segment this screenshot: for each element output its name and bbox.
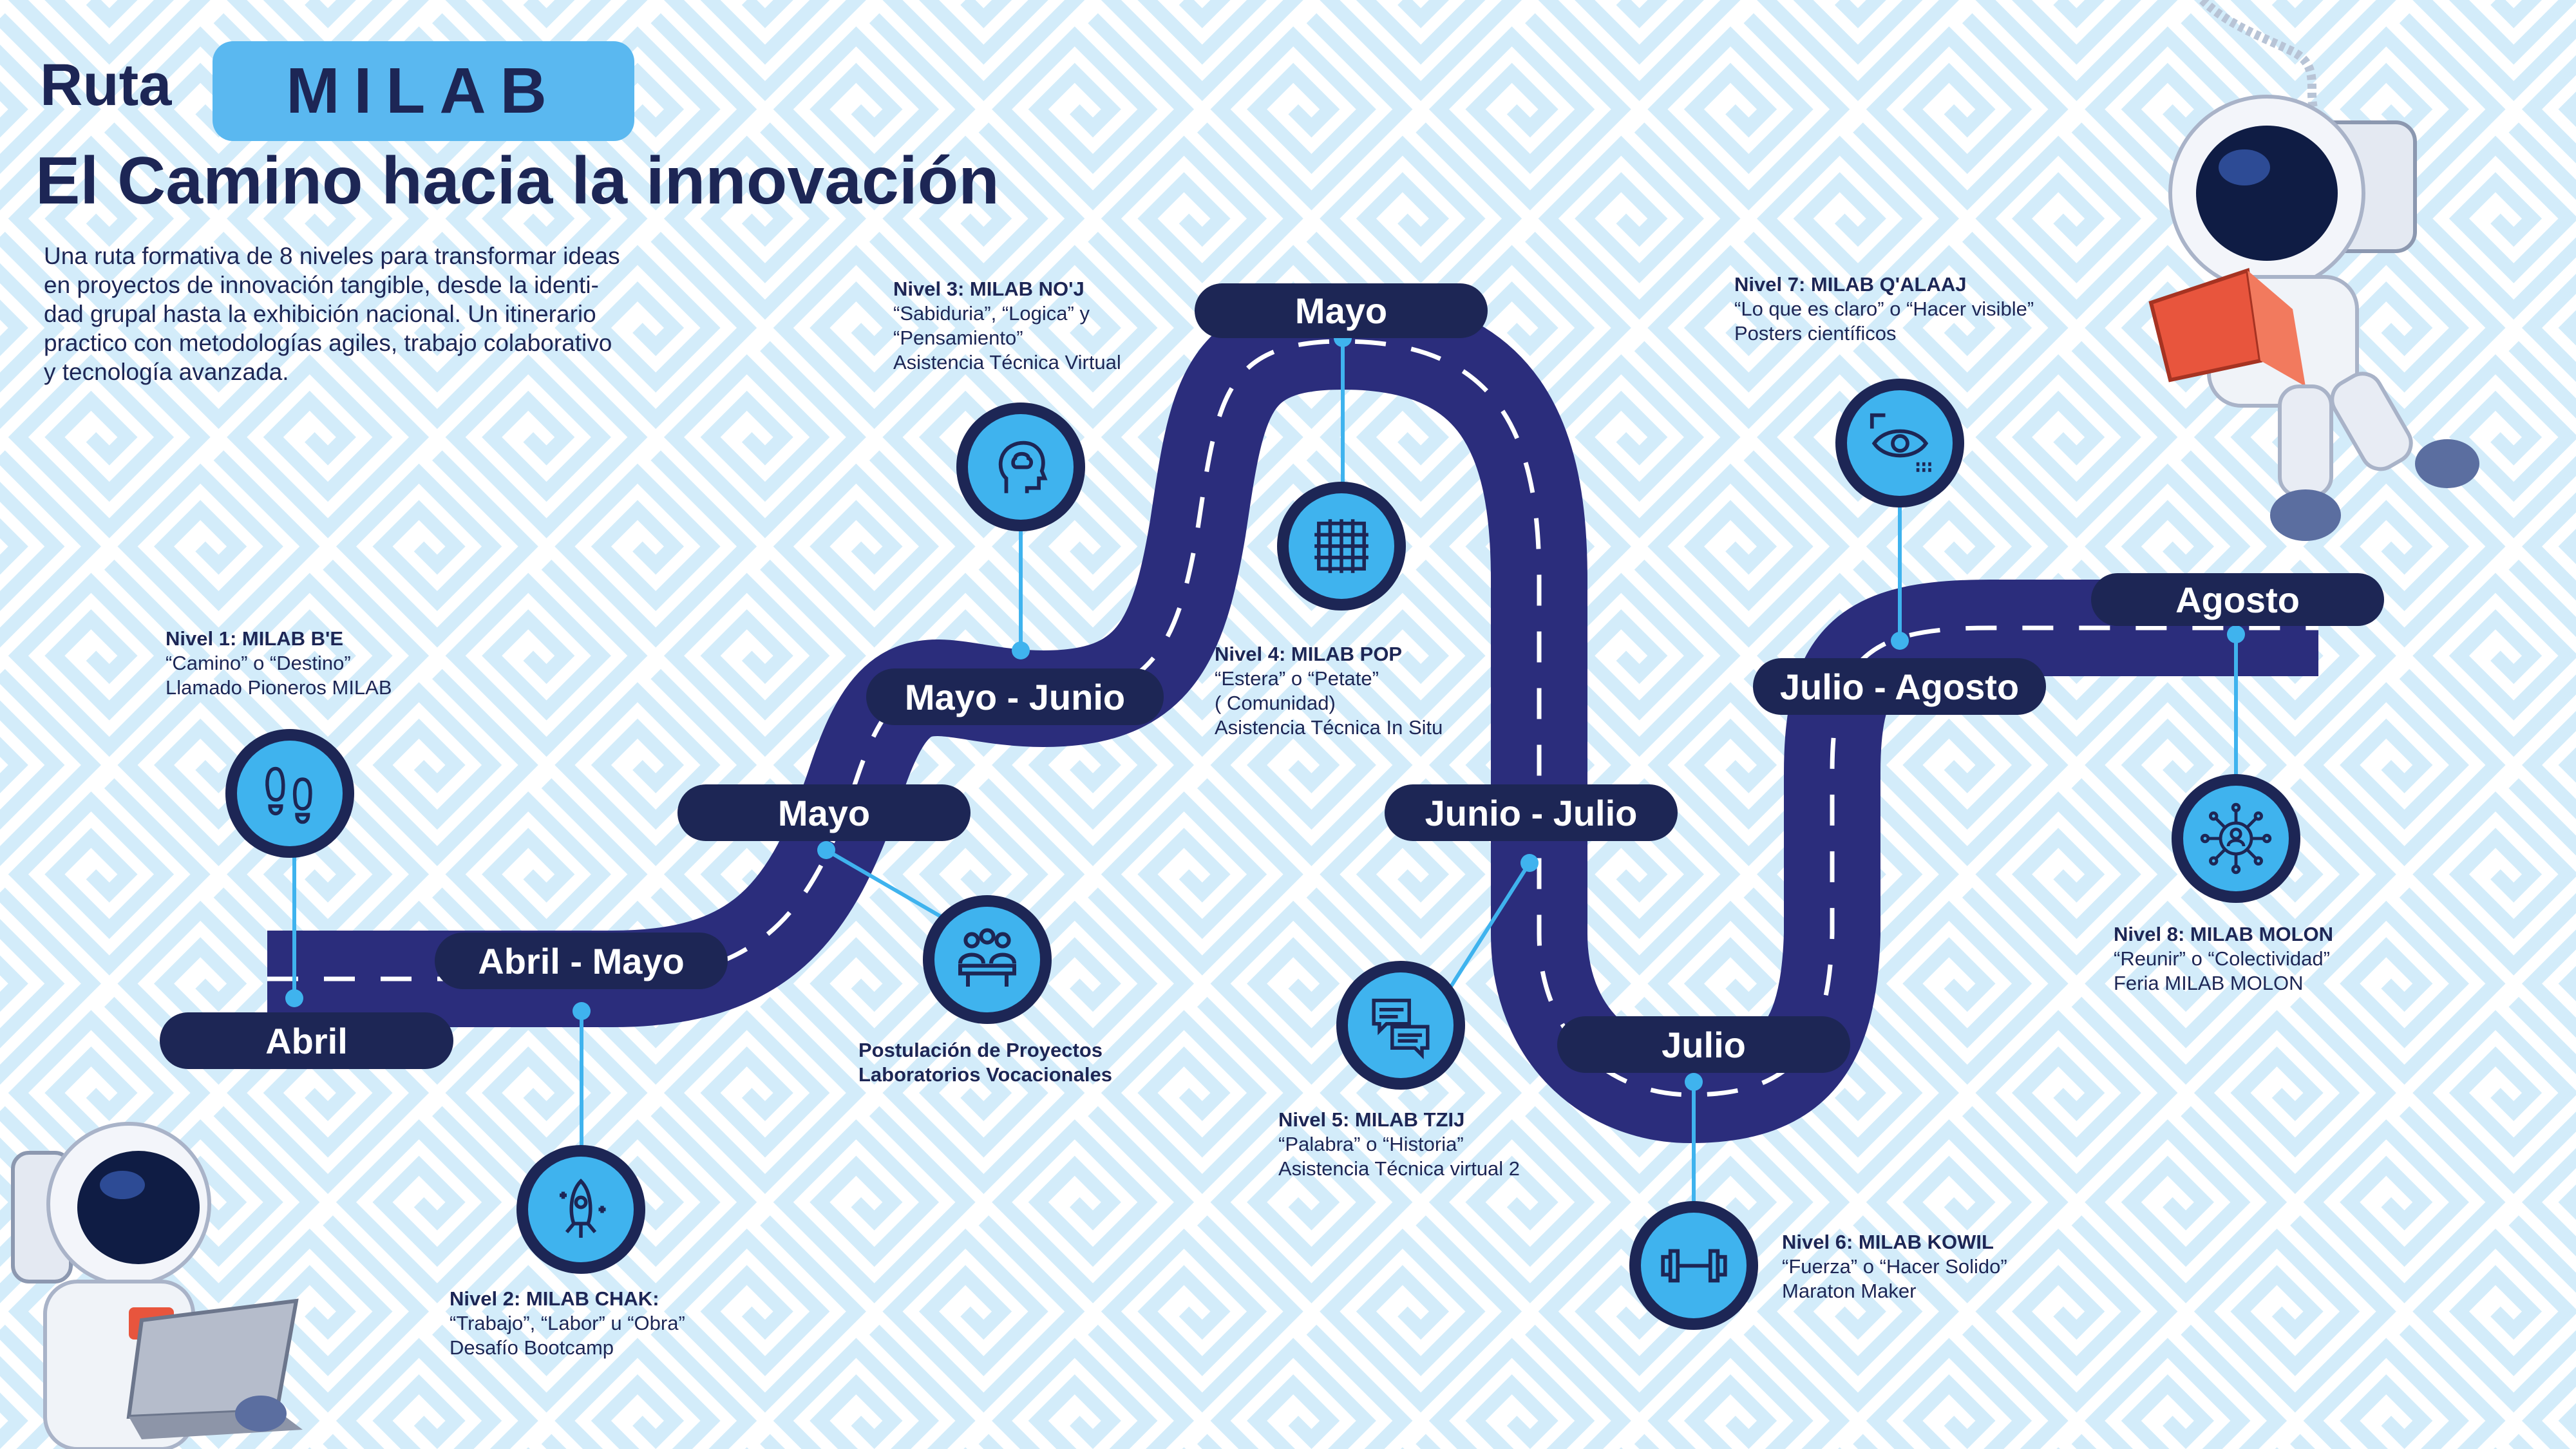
team-meeting-icon [958,928,1016,987]
level-meaning: “Pensamiento” [893,327,1023,349]
level-activity: Feria MILAB MOLON [2114,972,2304,994]
month-pill-abril-mayo: Abril - Mayo [435,933,728,989]
level-4-label: Nivel 4: MILAB POP “Estera” o “Petate” (… [1215,642,1443,740]
intro-text: Una ruta formativa de 8 niveles para tra… [44,242,726,386]
month-pill-junio-julio: Junio - Julio [1385,784,1678,841]
level-1-badge [225,729,354,858]
level-activity: Desafío Bootcamp [450,1336,614,1359]
intro-line: dad grupal hasta la exhibición nacional.… [44,301,596,327]
woven-mat-icon [1314,519,1368,573]
level-title: Nivel 1: MILAB B'E [166,627,344,650]
level-6-label: Nivel 6: MILAB KOWIL “Fuerza” o “Hacer S… [1782,1230,2007,1303]
milab-badge: MILAB [213,41,634,141]
level-5-label: Nivel 5: MILAB TZIJ “Palabra” o “Histori… [1278,1108,1520,1181]
level-title: Nivel 6: MILAB KOWIL [1782,1231,1994,1253]
astronaut-laptop-illustration [11,1122,303,1449]
level-title: Nivel 8: MILAB MOLON [2114,923,2334,945]
level-meaning: “Reunir” o “Colectividad” [2114,947,2330,970]
level-meaning: “Palabra” o “Historia” [1278,1133,1464,1155]
level-7-label: Nivel 7: MILAB Q'ALAAJ “Lo que es claro”… [1734,272,2034,346]
level-1-label: Nivel 1: MILAB B'E “Camino” o “Destino” … [166,627,392,700]
eye-scan-icon [1870,413,1931,472]
page-title: El Camino hacia la innovación [35,144,999,218]
month-pill-julio: Julio [1557,1016,1850,1073]
level-activity: Maraton Maker [1782,1280,1917,1302]
month-pill-julio-agosto: Julio - Agosto [1753,658,2046,715]
month-pill-agosto: Agosto [2091,573,2384,626]
month-pill-mayo: Mayo [677,784,971,841]
level-activity: Asistencia Técnica In Situ [1215,716,1443,739]
level-8-label: Nivel 8: MILAB MOLON “Reunir” o “Colecti… [2114,922,2333,996]
level-activity: Asistencia Técnica virtual 2 [1278,1157,1520,1180]
level-3-badge [956,402,1085,531]
level-meaning: “Camino” o “Destino” [166,652,351,674]
level-7-badge [1835,379,1964,507]
month-pill-mayo-junio: Mayo - Junio [866,668,1164,725]
brain-head-icon [998,440,1048,493]
intro-line: en proyectos de innovación tangible, des… [44,272,599,298]
level-4-badge [1277,482,1406,611]
level-title: Nivel 5: MILAB TZIJ [1278,1108,1465,1131]
network-people-icon [2200,802,2272,875]
month-pill-abril: Abril [160,1012,453,1069]
level-meaning: “Trabajo”, “Labor” u “Obra” [450,1312,685,1334]
level-title: Postulación de Proyectos [858,1039,1103,1061]
level-title: Nivel 3: MILAB NO'J [893,278,1084,300]
level-meaning: “Lo que es claro” o “Hacer visible” [1734,298,2034,320]
intro-line: y tecnología avanzada. [44,359,289,385]
intro-line: practico con metodologías agiles, trabaj… [44,330,612,356]
level-activity: Asistencia Técnica Virtual [893,351,1121,374]
level-2-badge [516,1145,645,1274]
level-activity: Llamado Pioneros MILAB [166,676,392,699]
postulacion-label: Postulación de Proyectos Laboratorios Vo… [858,1038,1112,1087]
chat-bubbles-icon [1372,998,1430,1059]
astronaut-reading-illustration [2148,0,2479,541]
level-title: Nivel 2: MILAB CHAK: [450,1287,659,1310]
level-activity: Posters científicos [1734,322,1897,345]
level-3-label: Nivel 3: MILAB NO'J “Sabiduria”, “Logica… [893,277,1121,375]
level-meaning: ( Comunidad) [1215,692,1336,714]
level-title: Nivel 4: MILAB POP [1215,643,1403,665]
level-8-badge [2172,774,2300,903]
level-6-badge [1629,1201,1758,1330]
intro-line: Una ruta formativa de 8 niveles para tra… [44,243,620,269]
level-2-label: Nivel 2: MILAB CHAK: “Trabajo”, “Labor” … [450,1287,685,1360]
level-meaning: “Estera” o “Petate” [1215,667,1379,690]
footprints-icon [265,766,312,824]
level-5-badge [1336,961,1465,1090]
ruta-label: Ruta [40,52,172,118]
postulacion-badge [923,895,1052,1024]
dumbbell-icon [1660,1249,1727,1282]
level-meaning: “Sabiduria”, “Logica” y [893,302,1090,325]
level-title: Nivel 7: MILAB Q'ALAAJ [1734,273,1967,296]
month-pill-mayo-top: Mayo [1195,283,1488,338]
rocket-icon [560,1179,606,1238]
level-activity: Laboratorios Vocacionales [858,1063,1112,1086]
level-meaning: “Fuerza” o “Hacer Solido” [1782,1255,2007,1278]
